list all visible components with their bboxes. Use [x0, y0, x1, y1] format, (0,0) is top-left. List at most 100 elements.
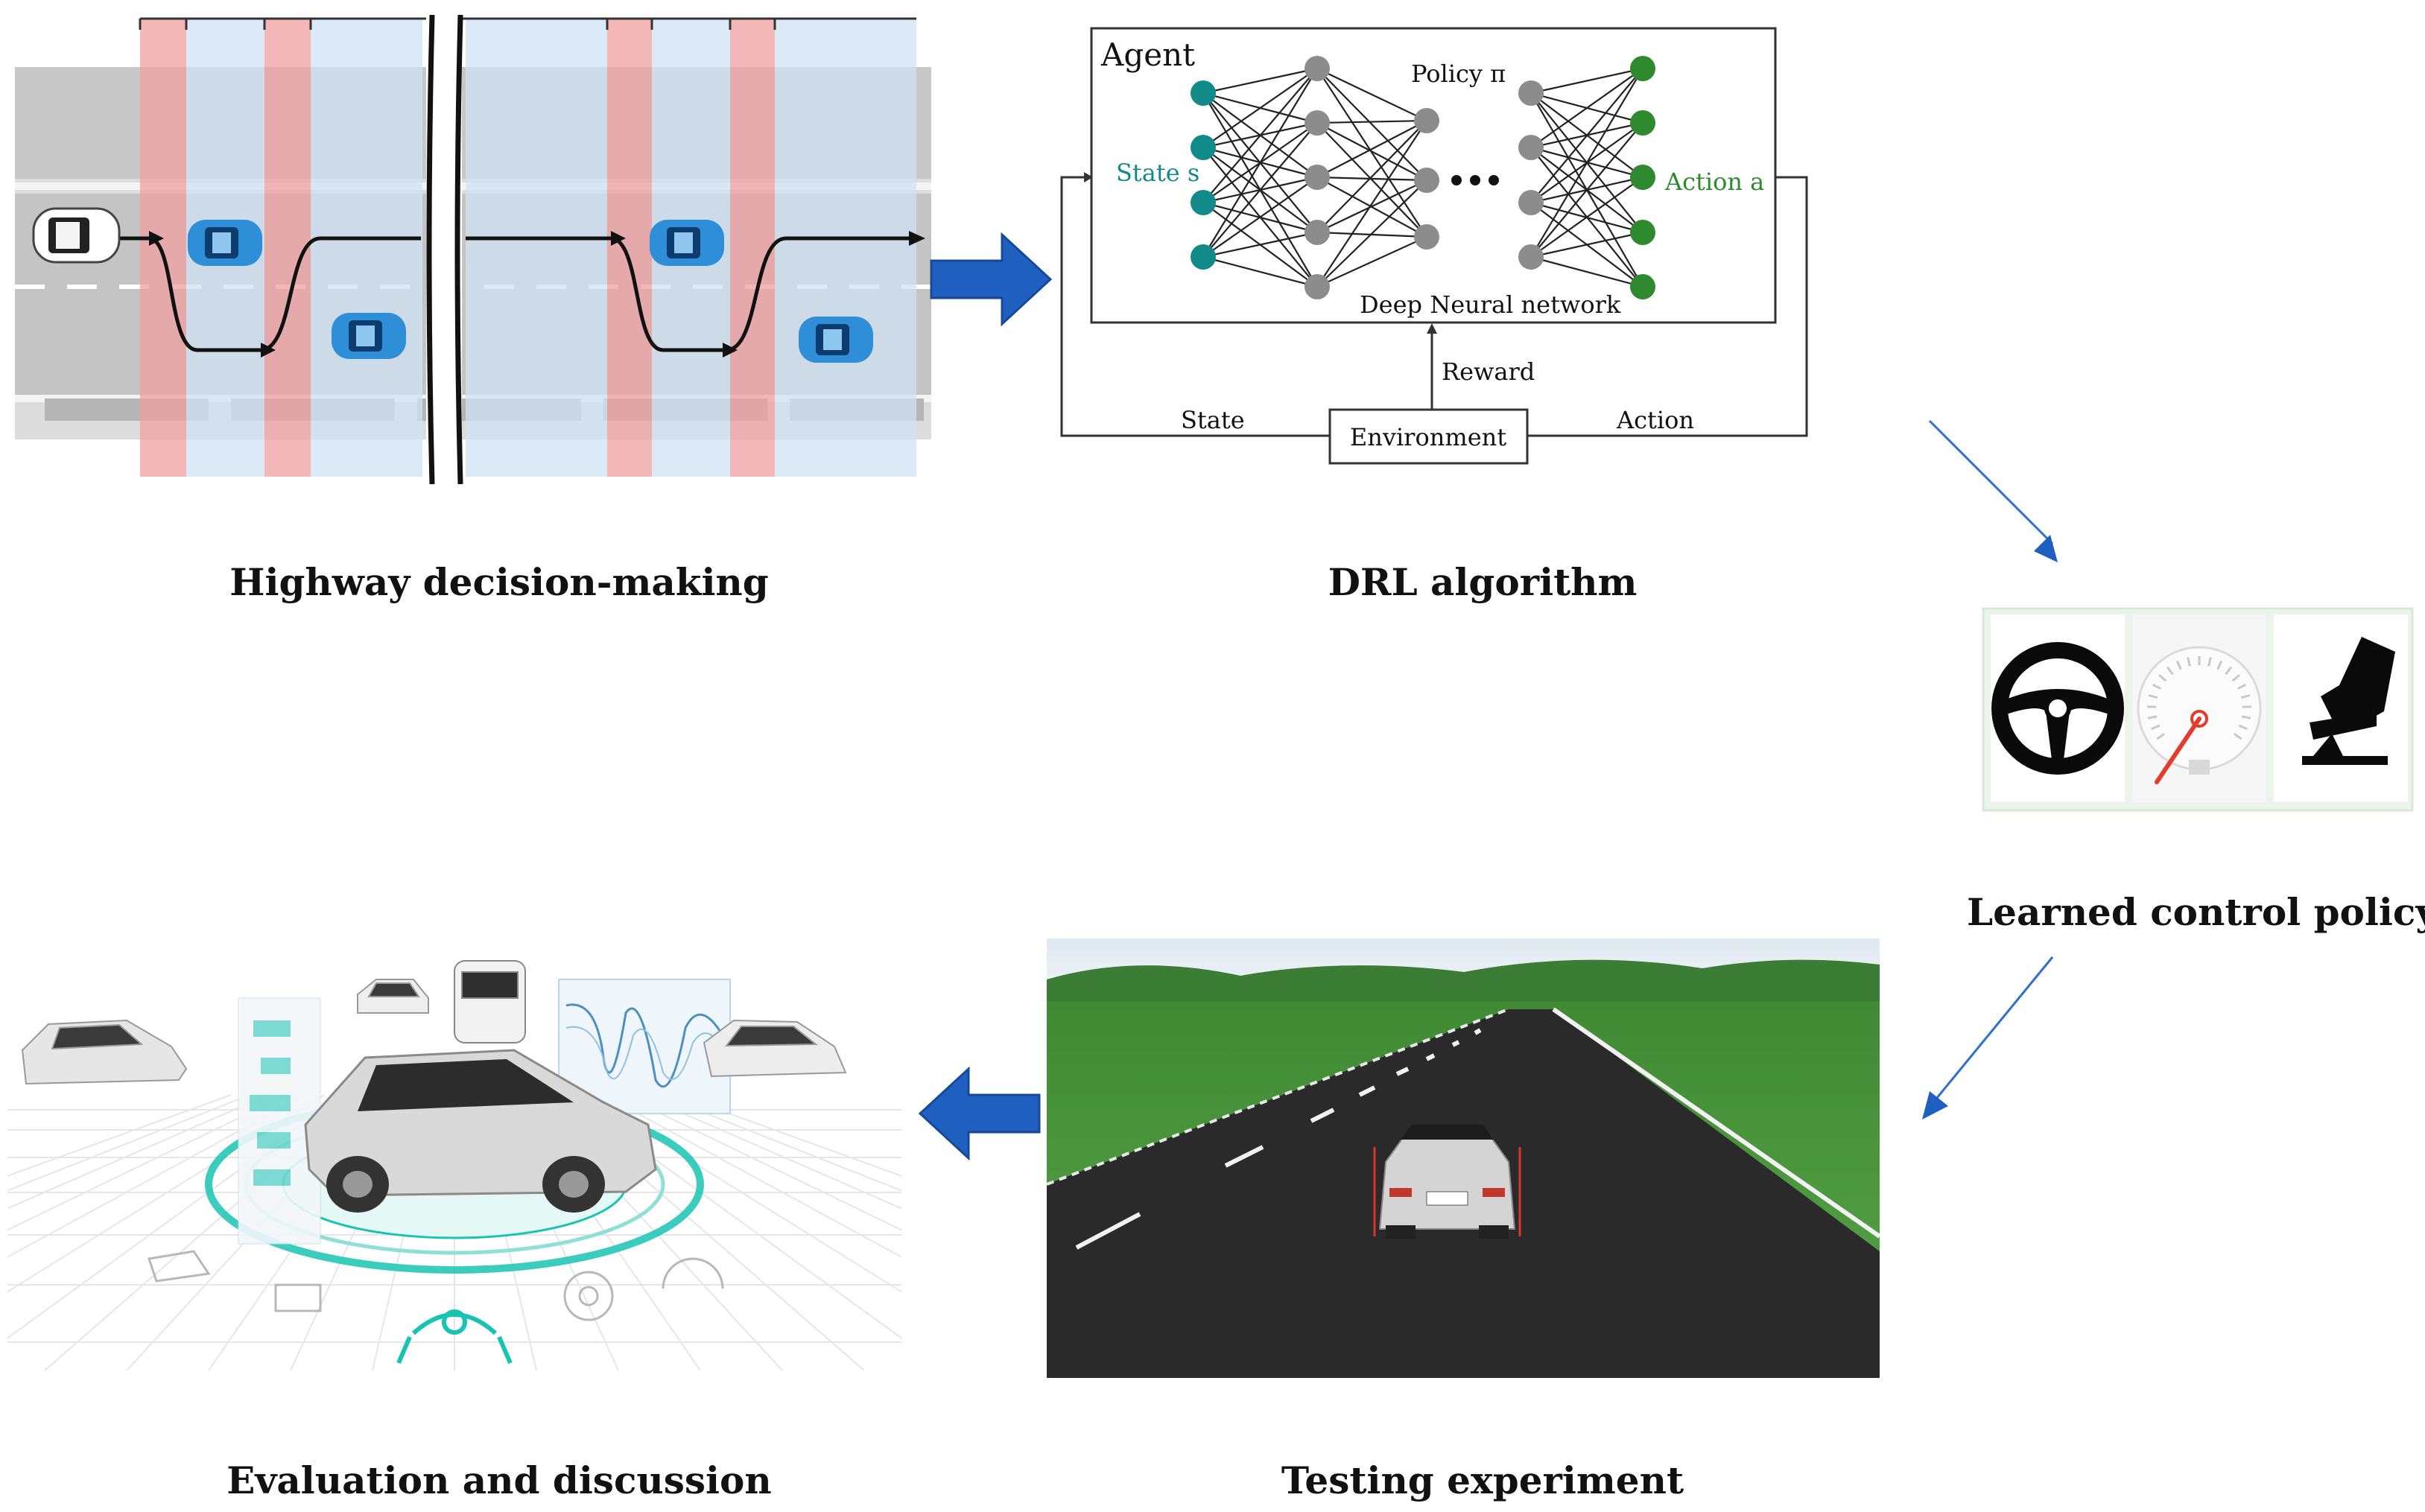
nn-connection — [1202, 68, 1318, 203]
speedometer-tick — [2148, 694, 2158, 699]
drl-diagram: Agent Policy π State s Action a Deep Neu… — [1060, 27, 1808, 465]
nn-connection — [1202, 67, 1318, 95]
flow-arrow-left-icon — [918, 1066, 1041, 1161]
output-node — [1630, 274, 1655, 299]
ellipsis-icon — [1451, 175, 1499, 185]
main-car — [304, 1049, 657, 1213]
hidden-node — [1305, 220, 1330, 245]
ego-car — [32, 207, 121, 264]
nn-connection — [1316, 120, 1427, 178]
driver-hands-icon — [396, 1309, 513, 1365]
nn-connection — [1530, 67, 1643, 95]
nn-connection — [1202, 122, 1318, 258]
grid-line — [7, 1094, 232, 1177]
speedometer-tick — [2238, 724, 2248, 731]
caption-evaluation: Evaluation and discussion — [226, 1458, 772, 1502]
pedal-icon — [2274, 614, 2408, 802]
evaluation-scene — [7, 946, 901, 1370]
control-policy-panel — [1982, 607, 2414, 812]
blue-car — [188, 220, 262, 266]
state-s-label: State s — [1116, 159, 1199, 187]
caption-highway: Highway decision-making — [229, 560, 769, 604]
grid-line — [7, 1094, 306, 1258]
nn-connection — [1316, 68, 1427, 121]
hidden-node — [1305, 165, 1330, 190]
caption-drl: DRL algorithm — [1328, 560, 1638, 604]
testing-scene — [1047, 938, 1880, 1378]
data-panels — [238, 997, 321, 1245]
speedometer-icon — [2132, 614, 2266, 802]
cruise-band — [775, 19, 916, 477]
input-node — [1191, 190, 1216, 215]
grid-line — [603, 1094, 901, 1258]
output-node — [1630, 220, 1655, 245]
grid-line — [677, 1094, 901, 1177]
nn-connection — [1202, 68, 1318, 148]
cruise-band — [466, 19, 607, 477]
hidden-node — [1518, 190, 1544, 215]
speedometer-tick — [2231, 674, 2240, 682]
input-node — [1191, 135, 1216, 160]
nn-connection — [1316, 119, 1427, 124]
arrow-down-left-icon — [1922, 956, 2054, 1119]
hidden-node — [1518, 135, 1544, 160]
flow-arrow-right-icon — [930, 232, 1053, 327]
hidden-node — [1305, 110, 1330, 136]
environment-box — [1328, 408, 1529, 465]
nn-connection — [1316, 122, 1427, 181]
car-right — [703, 1019, 847, 1078]
speedometer-tick — [2207, 657, 2212, 667]
grid-line — [621, 1094, 901, 1231]
output-node — [1630, 56, 1655, 81]
grid-line — [659, 1094, 901, 1192]
hidden-node — [1518, 80, 1544, 106]
caption-testing: Testing experiment — [1281, 1458, 1684, 1502]
reward-label: Reward — [1442, 358, 1535, 386]
action-a-label: Action a — [1664, 168, 1764, 196]
decision-band — [264, 19, 311, 477]
grid-line — [584, 1094, 901, 1293]
hidden-node — [1414, 224, 1439, 250]
speedometer-tick — [2147, 715, 2158, 720]
arrow-down-right-icon — [1928, 419, 2058, 562]
cruise-band — [311, 19, 422, 477]
speedometer-tick — [2151, 724, 2161, 731]
nn-connection — [1316, 68, 1427, 238]
nn-connection — [1316, 120, 1427, 288]
steering-wheel-icon — [1991, 614, 2125, 802]
nn-connection — [1316, 120, 1427, 233]
test-car — [1373, 1125, 1521, 1239]
speedometer-tick — [2166, 666, 2174, 676]
output-node — [1630, 165, 1655, 190]
car-left — [21, 1019, 188, 1085]
action-label: Action — [1616, 406, 1694, 434]
decision-band — [607, 19, 652, 477]
state-label: State — [1181, 406, 1245, 434]
nn-connection — [1316, 180, 1427, 288]
nn-connection — [1202, 177, 1318, 258]
nn-connection — [1316, 68, 1427, 181]
speedometer-tick — [2240, 694, 2251, 699]
blue-car — [799, 317, 873, 363]
nn-connection — [1530, 255, 1643, 288]
caption-policy: Learned control policy — [1967, 890, 2425, 934]
grid-line — [7, 1094, 288, 1231]
speedometer-tick — [2156, 732, 2165, 740]
output-node — [1630, 110, 1655, 136]
grid-line — [7, 1094, 269, 1210]
highway-scene — [15, 15, 931, 484]
grid-line — [640, 1094, 901, 1210]
environment-label: Environment — [1350, 423, 1506, 451]
grid-line — [7, 1094, 250, 1192]
speedometer-tick — [2152, 683, 2162, 690]
car-small — [357, 979, 429, 1014]
nn-connection — [1530, 68, 1643, 203]
nn-connection — [1530, 68, 1643, 148]
policy-label: Policy π — [1411, 60, 1506, 88]
hidden-node — [1305, 56, 1330, 81]
speedometer-tick — [2225, 666, 2233, 676]
blue-car — [332, 313, 406, 359]
speedometer-tick — [2216, 661, 2223, 670]
speedometer-tick — [2158, 674, 2167, 682]
nn-connection — [1202, 255, 1318, 288]
